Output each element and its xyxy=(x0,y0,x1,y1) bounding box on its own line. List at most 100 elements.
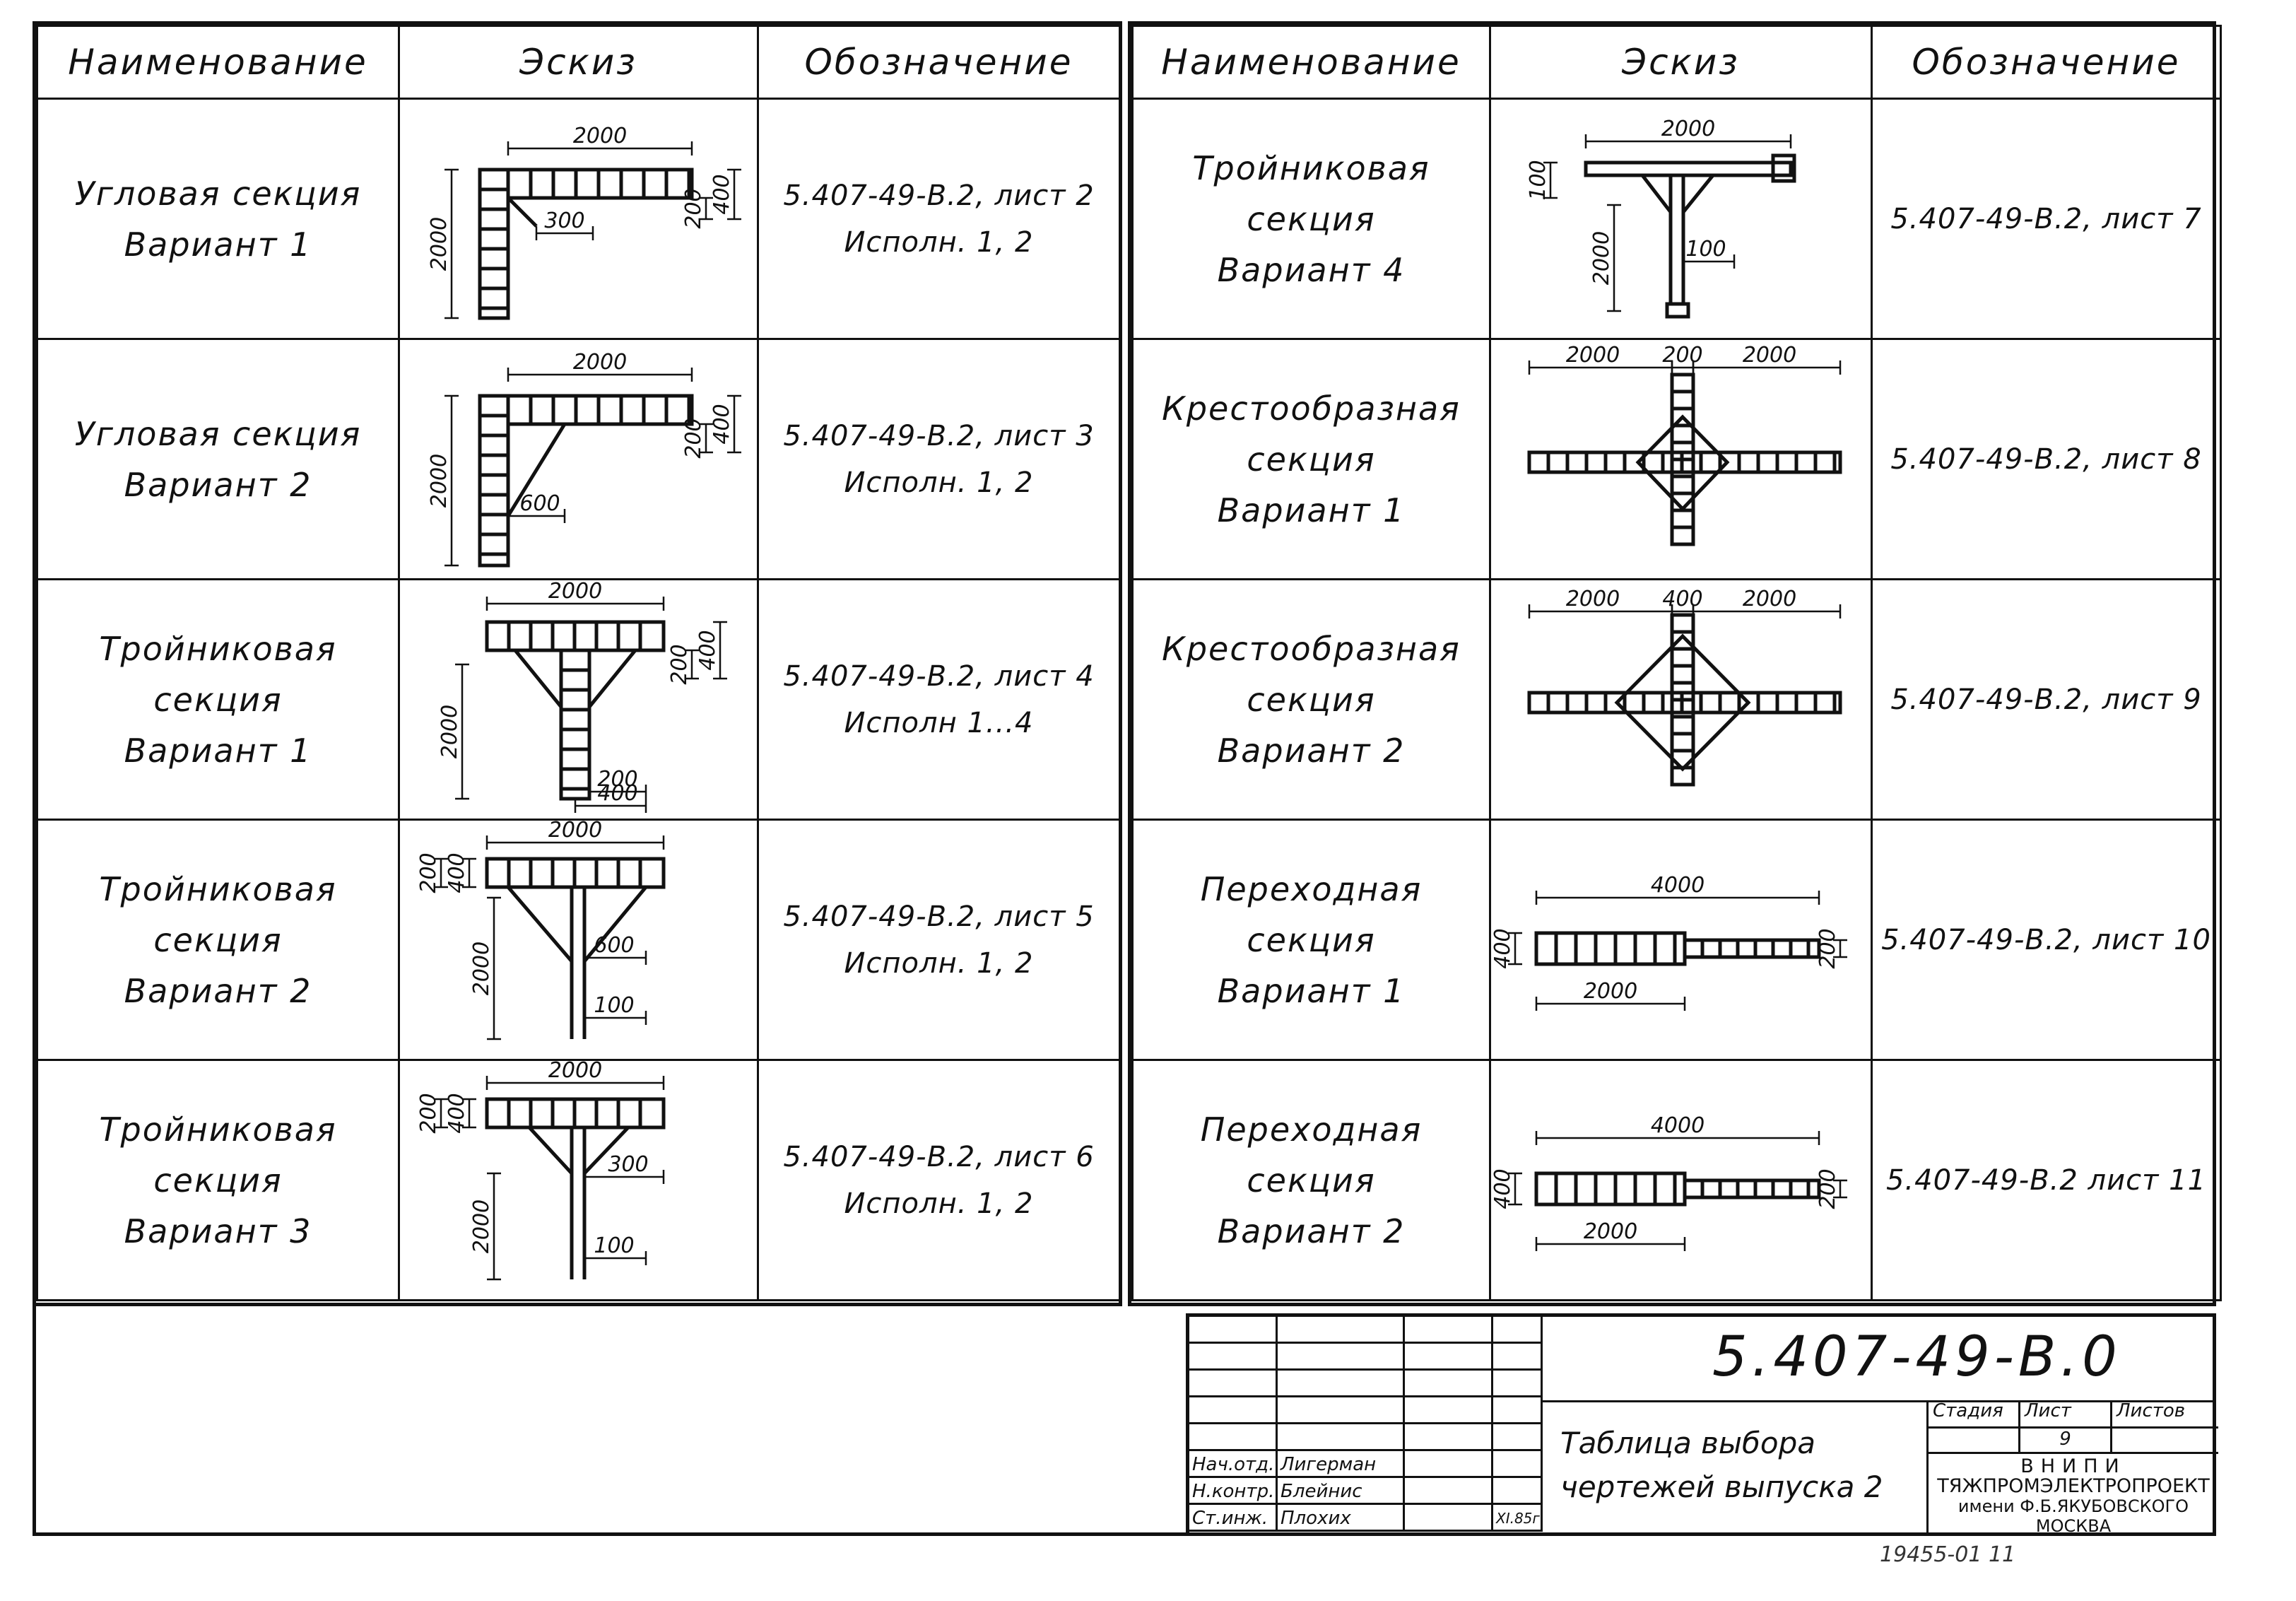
designation-line: Исполн. 1, 2 xyxy=(844,466,1034,499)
header-name: Наименование xyxy=(36,24,400,100)
dimension-label: 2000 xyxy=(1589,231,1614,285)
stage-label: Стадия xyxy=(1929,1400,2020,1429)
dimension-label: 400 xyxy=(1662,587,1702,611)
signature-cell xyxy=(1278,1397,1405,1424)
designation-line: Исполн. 1, 2 xyxy=(844,1187,1034,1220)
dimension-label: 600 xyxy=(519,491,560,516)
dimension-label: 200 xyxy=(1662,343,1702,368)
lower-frame xyxy=(33,1303,2216,1536)
designation-line: 5.407-49-В.2, лист 3 xyxy=(783,419,1095,452)
dimension-label: 2000 xyxy=(572,124,626,148)
role-label: Ст.инж. xyxy=(1189,1505,1278,1532)
designation-line: 5.407-49-В.2 лист 11 xyxy=(1885,1163,2207,1197)
code-divider xyxy=(1543,1400,2216,1402)
signature-cell xyxy=(1189,1317,1278,1344)
section-name-line: Вариант 2 xyxy=(124,465,312,504)
stage-value xyxy=(1929,1429,2020,1454)
designation-line: 5.407-49-В.2, лист 4 xyxy=(783,659,1095,693)
header-designation: Обозначение xyxy=(757,24,1121,100)
section-name-line: Вариант 1 xyxy=(124,225,312,264)
dimension-label: 600 xyxy=(594,933,634,958)
dimension-label: 2000 xyxy=(1742,343,1796,368)
dimension-label: 400 xyxy=(597,781,637,806)
designation-line: Исполн. 1, 2 xyxy=(844,946,1034,980)
section-designation: 5.407-49-В.2, лист 9 xyxy=(1871,578,2222,821)
dimension-label: 100 xyxy=(594,993,634,1018)
signature-cell xyxy=(1493,1478,1543,1505)
dimension-label: 400 xyxy=(445,1093,469,1133)
dimension-label: 400 xyxy=(710,404,734,444)
stage-block: Стадия Лист Листов 9 ВНИПИ ТЯЖПРОМЭЛЕКТР… xyxy=(1926,1400,2218,1536)
section-designation: 5.407-49-В.2, лист 7 xyxy=(1871,98,2222,341)
person-name: Лигерман xyxy=(1278,1451,1405,1478)
section-name-line: Тройниковая секция xyxy=(99,629,337,719)
dimension-label: 200 xyxy=(597,767,637,792)
dimension-label: 2000 xyxy=(427,454,452,508)
signature-cell xyxy=(1189,1424,1278,1451)
signature-cell xyxy=(1493,1424,1543,1451)
section-designation: 5.407-49-В.2, лист 10 xyxy=(1871,819,2222,1062)
right-table: Наименование Эскиз Обозначение Тройников… xyxy=(1128,21,2222,1306)
signature-cell xyxy=(1405,1451,1493,1478)
signature-cell xyxy=(1189,1344,1278,1371)
section-name-line: Вариант 1 xyxy=(1217,491,1406,529)
signature-cell xyxy=(1405,1478,1493,1505)
dimension-label: 200 xyxy=(681,418,706,458)
signature-cell xyxy=(1405,1505,1493,1532)
signature-cell xyxy=(1405,1344,1493,1371)
dimension-label: 2000 xyxy=(1742,587,1796,611)
dimension-label: 400 xyxy=(1490,928,1515,968)
signature-cell xyxy=(1189,1371,1278,1397)
dimension-label: 200 xyxy=(1815,928,1840,968)
dimension-label: 2000 xyxy=(1583,979,1637,1004)
person-name: Блейнис xyxy=(1278,1478,1405,1505)
sheets-value xyxy=(2112,1429,2218,1454)
section-name-line: Вариант 2 xyxy=(1217,1212,1406,1250)
header-designation: Обозначение xyxy=(1871,24,2222,100)
dimension-label: 4000 xyxy=(1650,1113,1704,1138)
section-designation: 5.407-49-В.2 лист 11 xyxy=(1871,1059,2222,1302)
dimension-label: 2000 xyxy=(427,217,452,271)
date-label: XI.85г. xyxy=(1493,1505,1544,1532)
section-designation: 5.407-49-В.2, лист 8 xyxy=(1871,338,2222,581)
dimension-label: 400 xyxy=(1490,1168,1515,1209)
header-name: Наименование xyxy=(1131,24,1491,100)
drawing-title: Таблица выбора чертежей выпуска 2 xyxy=(1560,1426,1883,1504)
dimension-label: 400 xyxy=(445,852,469,893)
dimension-label: 200 xyxy=(667,644,692,684)
designation-line: 5.407-49-В.2, лист 10 xyxy=(1881,923,2211,956)
section-name-line: Вариант 3 xyxy=(124,1212,312,1250)
signature-cell xyxy=(1493,1344,1543,1371)
section-name-line: Переходная секция xyxy=(1200,869,1423,959)
dimension-label: 100 xyxy=(1685,237,1726,262)
left-table: Наименование Эскиз Обозначение Угловая с… xyxy=(33,21,1122,1306)
person-name: Плохих xyxy=(1278,1505,1405,1532)
signature-cell xyxy=(1278,1344,1405,1371)
designation-line: 5.407-49-В.2, лист 9 xyxy=(1890,683,2202,716)
dimension-label: 2000 xyxy=(1583,1219,1637,1244)
designation-line: 5.407-49-В.2, лист 2 xyxy=(783,179,1095,212)
signature-cell xyxy=(1189,1397,1278,1424)
